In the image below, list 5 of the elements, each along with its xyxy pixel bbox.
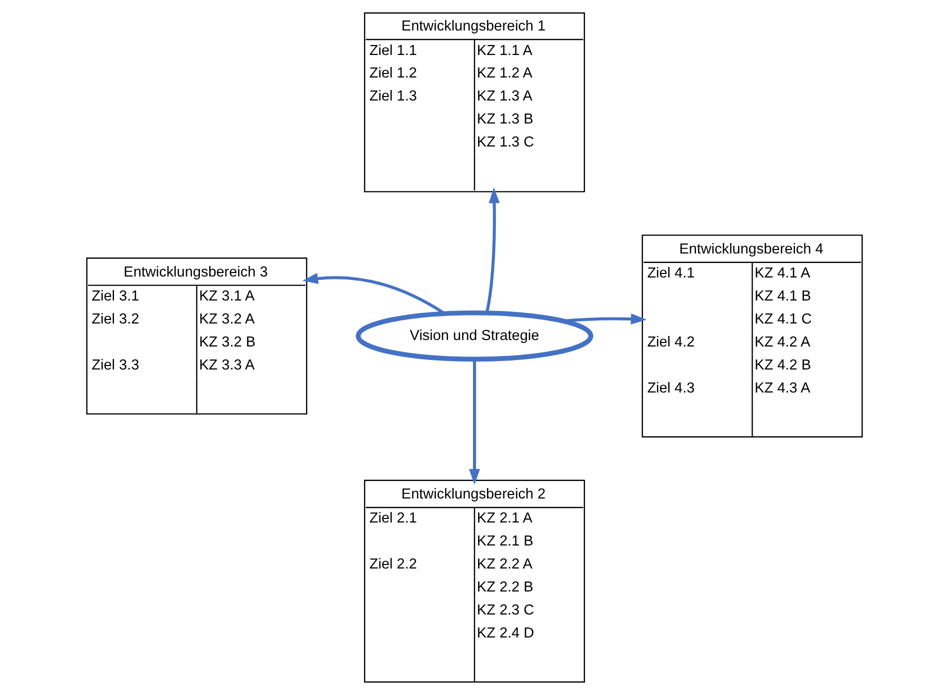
arrow bbox=[562, 313, 647, 324]
arrow bbox=[302, 273, 446, 315]
arrow bbox=[485, 187, 500, 314]
node-ellipse: Vision und Strategie bbox=[356, 310, 594, 362]
arrow bbox=[469, 359, 480, 485]
